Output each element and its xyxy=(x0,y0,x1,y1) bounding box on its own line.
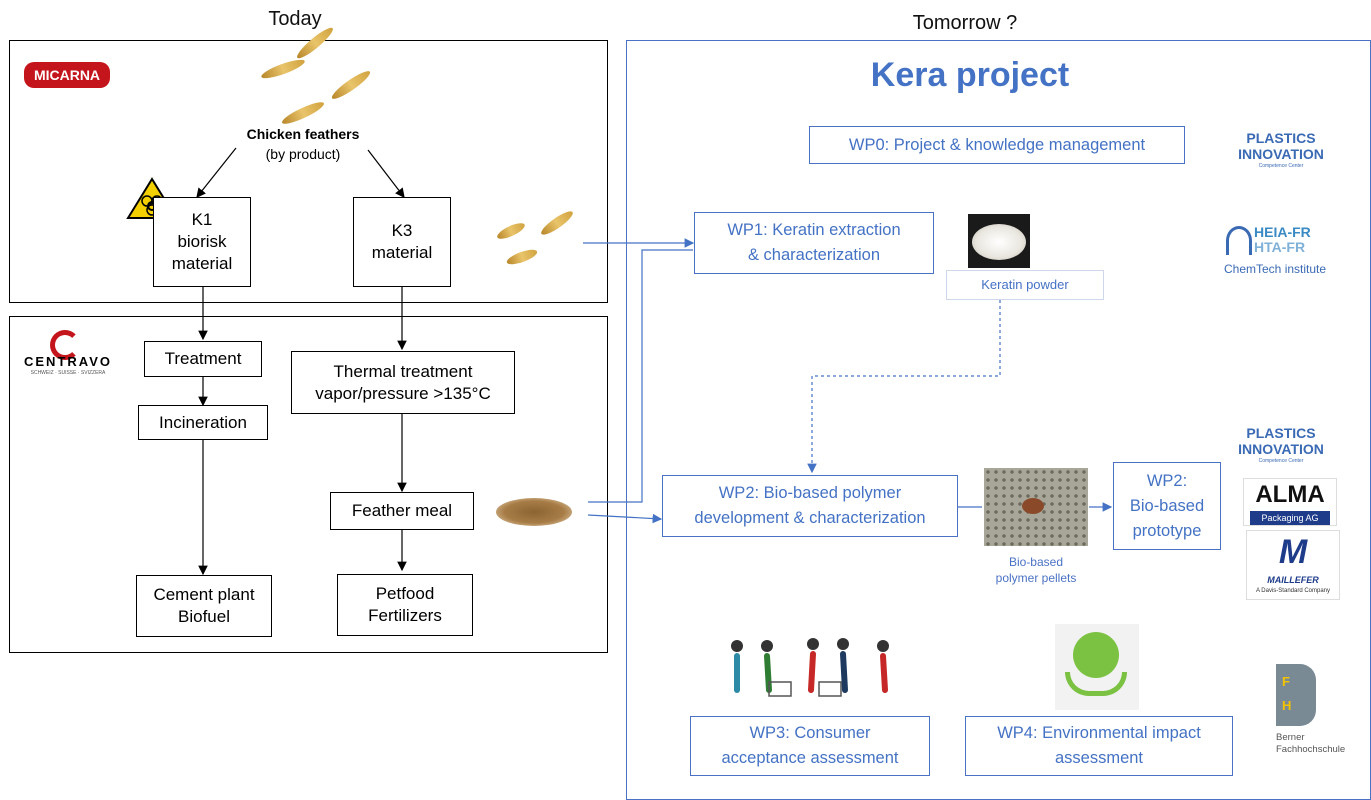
feather-meal-box: Feather meal xyxy=(330,492,474,530)
feather-meal-image xyxy=(484,482,588,540)
k1-box: K1 biorisk material xyxy=(153,197,251,287)
wp1-box: WP1: Keratin extraction & characterizati… xyxy=(694,212,934,274)
alma-packaging-logo: ALMA Packaging AG xyxy=(1243,478,1337,526)
k3-feathers-image xyxy=(486,196,586,286)
wp0-box: WP0: Project & knowledge management xyxy=(809,126,1185,164)
keratin-powder-image xyxy=(968,214,1030,268)
feathers-image xyxy=(240,20,380,130)
pellets-caption: Bio-based polymer pellets xyxy=(995,555,1077,585)
polymer-pellets-image xyxy=(984,468,1088,546)
wp2-polymer-box: WP2: Bio-based polymer development & cha… xyxy=(662,475,958,537)
line-meal-wp1 xyxy=(588,249,693,503)
arrow-feathers-k3 xyxy=(367,149,405,198)
maillefer-logo: M MAILLEFER A Davis-Standard Company xyxy=(1246,530,1340,600)
environment-image xyxy=(1055,624,1139,710)
arrow-meal-wp2 xyxy=(587,513,663,524)
today-lower-panel xyxy=(9,316,608,653)
bfh-label: Berner Fachhochschule xyxy=(1276,732,1346,755)
bfh-logo: F H xyxy=(1276,664,1316,726)
centravo-logo: CENTRAVO SCHWEIZ · SUISSE · SVIZZERA xyxy=(20,330,116,380)
keratin-powder-label: Keratin powder xyxy=(946,270,1104,300)
k3-box: K3 material xyxy=(353,197,451,287)
thermal-treatment-box: Thermal treatment vapor/pressure >135°C xyxy=(291,351,515,414)
wp3-box: WP3: Consumer acceptance assessment xyxy=(690,716,930,776)
consumers-image xyxy=(715,628,915,716)
feathers-title: Chicken feathers xyxy=(246,126,360,142)
wp4-box: WP4: Environmental impact assessment xyxy=(965,716,1233,776)
kera-project-title: Kera project xyxy=(870,56,1070,94)
tomorrow-heading: Tomorrow ? xyxy=(912,12,1018,34)
petfood-fertilizers-box: Petfood Fertilizers xyxy=(337,574,473,636)
feathers-subtitle: (by product) xyxy=(265,146,341,162)
cement-biofuel-box: Cement plant Biofuel xyxy=(136,575,272,637)
wp2-prototype-box: WP2: Bio-based prototype xyxy=(1113,462,1221,550)
arrow-feathers-k1 xyxy=(196,147,237,198)
micarna-logo: MICARNA xyxy=(24,62,110,88)
heia-fr-logo: HEIA-FR HTA-FR ChemTech institute xyxy=(1224,224,1327,276)
treatment-box: Treatment xyxy=(144,341,262,377)
incineration-box: Incineration xyxy=(138,405,268,440)
dashed-keratin-wp2 xyxy=(807,300,1001,474)
today-heading: Today xyxy=(268,8,322,30)
